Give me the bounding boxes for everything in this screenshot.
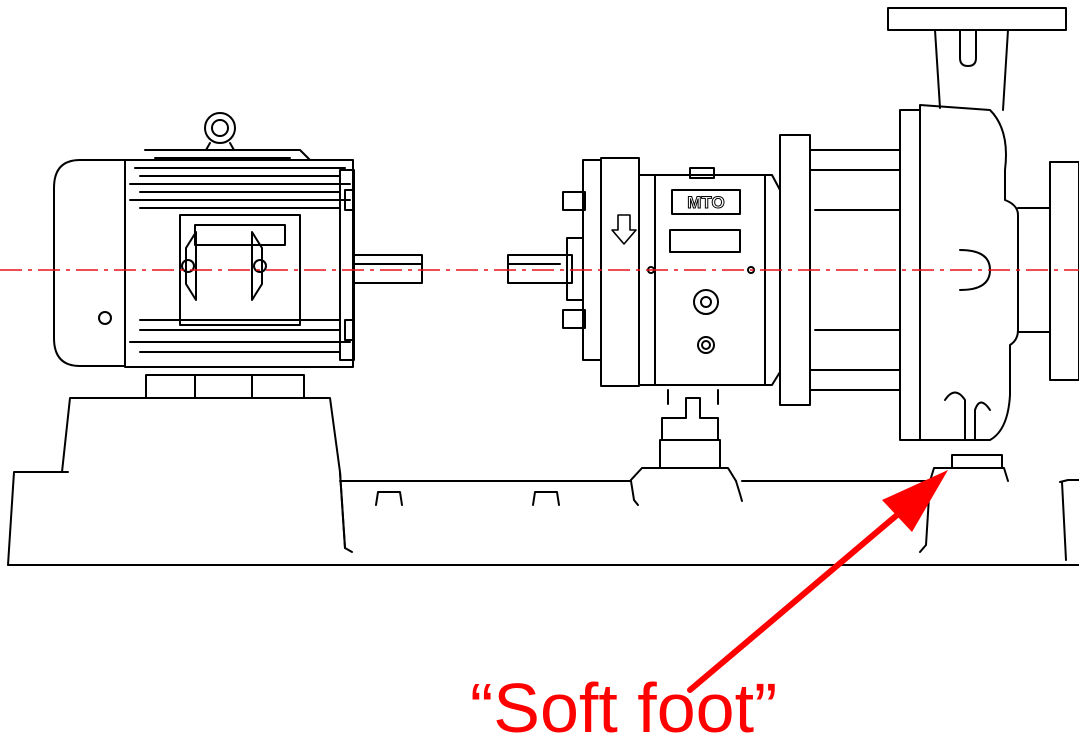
soft-foot-callout: “Soft foot”: [470, 669, 778, 747]
pump-bearing-pedestal: [629, 389, 737, 482]
motor-pedestal: [61, 374, 346, 549]
brand-plate-text: MTO: [687, 193, 724, 212]
pump-foot-pad: [919, 454, 1009, 553]
electric-motor: [53, 112, 423, 368]
pump-casing: [779, 7, 1079, 441]
soft-foot-arrow: [687, 470, 948, 693]
pump-bearing-housing: [507, 157, 781, 387]
